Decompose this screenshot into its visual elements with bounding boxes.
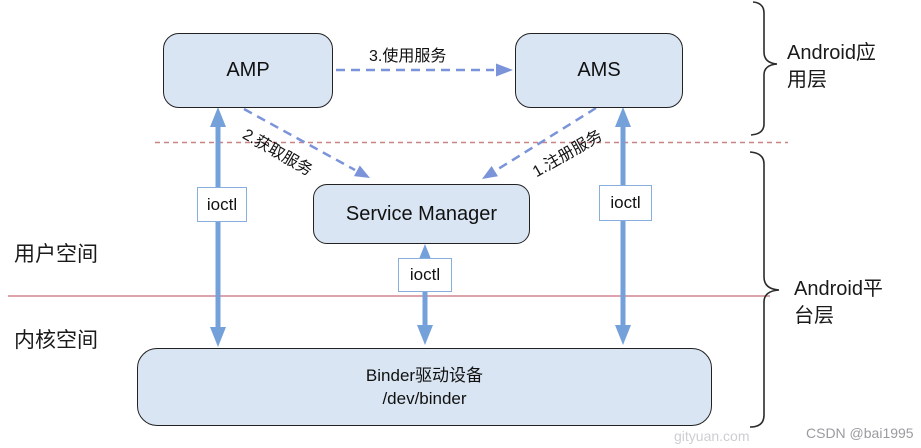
csdn-watermark: CSDN @bai1995: [806, 425, 914, 441]
register-service-arrow: [482, 106, 597, 179]
gityuan-watermark: gityuan.com: [674, 428, 750, 444]
use-service-arrow: [336, 63, 513, 77]
ams-node: AMS: [515, 33, 683, 108]
android-app-layer-label: Android应用层: [787, 42, 876, 91]
android-platform-layer-label: Android平台层: [794, 278, 883, 327]
use-service-label: 3.使用服务: [369, 48, 447, 65]
binder-driver-node: Binder驱动设备 /dev/binder: [137, 348, 712, 426]
amp-node: AMP: [163, 33, 333, 108]
binder-driver-title: Binder驱动设备: [365, 366, 484, 385]
ams-binder-arrow: [615, 107, 631, 345]
kernel-space-label: 内核空间: [14, 329, 98, 352]
service-manager-node: Service Manager: [313, 184, 530, 244]
ioctl-label-servicemanager: ioctl: [398, 258, 452, 292]
amp-binder-arrow: [210, 107, 226, 347]
app-layer-brace: [750, 1, 778, 136]
ioctl-label-ams: ioctl: [599, 185, 652, 221]
user-space-label: 用户空间: [14, 243, 98, 266]
get-service-arrow: [243, 107, 370, 178]
binder-driver-path: /dev/binder: [382, 389, 467, 408]
ioctl-label-amp: ioctl: [197, 187, 247, 222]
platform-layer-brace: [749, 151, 780, 428]
